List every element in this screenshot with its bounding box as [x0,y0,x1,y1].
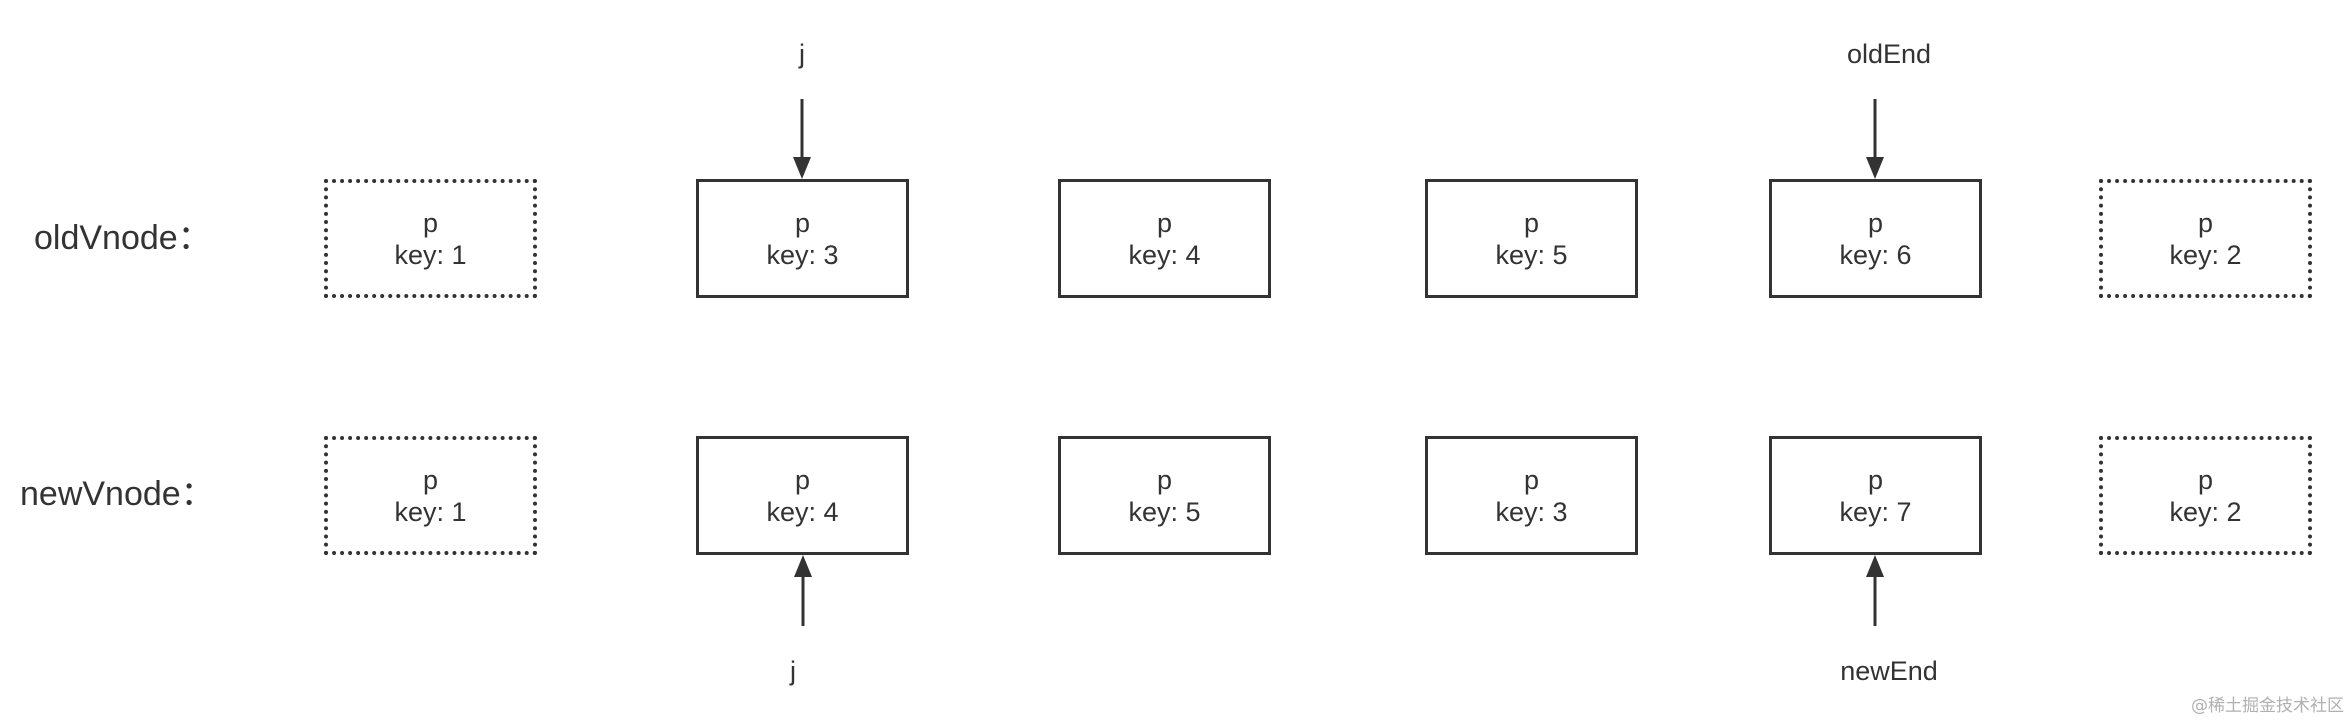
node-key: key: 6 [1839,239,1912,270]
node-key: key: 5 [1495,239,1568,270]
node-key: key: 4 [766,496,839,527]
arrow-down-icon [793,99,811,179]
node-key: key: 7 [1839,496,1912,527]
old-vnode-label: oldVnode： [34,219,212,257]
old-node-3: p key: 4 [1058,179,1271,298]
arrow-up-icon [794,555,812,626]
old-node-1: p key: 1 [324,179,537,298]
old-node-5: p key: 6 [1769,179,1982,298]
node-tag: p [1867,464,1884,495]
new-end-pointer-label: newEnd [1840,656,1938,686]
new-node-6: p key: 2 [2099,436,2312,555]
node-tag: p [1156,207,1173,238]
node-tag: p [422,207,439,238]
new-node-3: p key: 5 [1058,436,1271,555]
node-key: key: 4 [1128,239,1201,270]
watermark: @稀土掘金技术社区 [2191,696,2344,716]
old-node-4: p key: 5 [1425,179,1638,298]
arrow-down-icon [1866,99,1884,179]
node-tag: p [1523,207,1540,238]
node-tag: p [1867,207,1884,238]
node-key: key: 1 [394,496,467,527]
arrow-up-icon [1866,555,1884,626]
new-vnode-label: newVnode： [20,475,215,513]
old-node-6: p key: 2 [2099,179,2312,298]
old-node-2: p key: 3 [696,179,909,298]
new-j-pointer-label: j [790,656,796,686]
node-key: key: 3 [1495,496,1568,527]
old-j-pointer-label: j [799,39,805,69]
node-key: key: 1 [394,239,467,270]
new-node-5: p key: 7 [1769,436,1982,555]
new-node-4: p key: 3 [1425,436,1638,555]
node-key: key: 3 [766,239,839,270]
node-tag: p [1156,464,1173,495]
new-node-2: p key: 4 [696,436,909,555]
new-node-1: p key: 1 [324,436,537,555]
node-tag: p [422,464,439,495]
node-tag: p [2197,207,2214,238]
node-tag: p [1523,464,1540,495]
node-key: key: 2 [2169,496,2242,527]
node-key: key: 2 [2169,239,2242,270]
node-tag: p [794,464,811,495]
node-tag: p [2197,464,2214,495]
node-tag: p [794,207,811,238]
old-end-pointer-label: oldEnd [1846,39,1932,69]
node-key: key: 5 [1128,496,1201,527]
